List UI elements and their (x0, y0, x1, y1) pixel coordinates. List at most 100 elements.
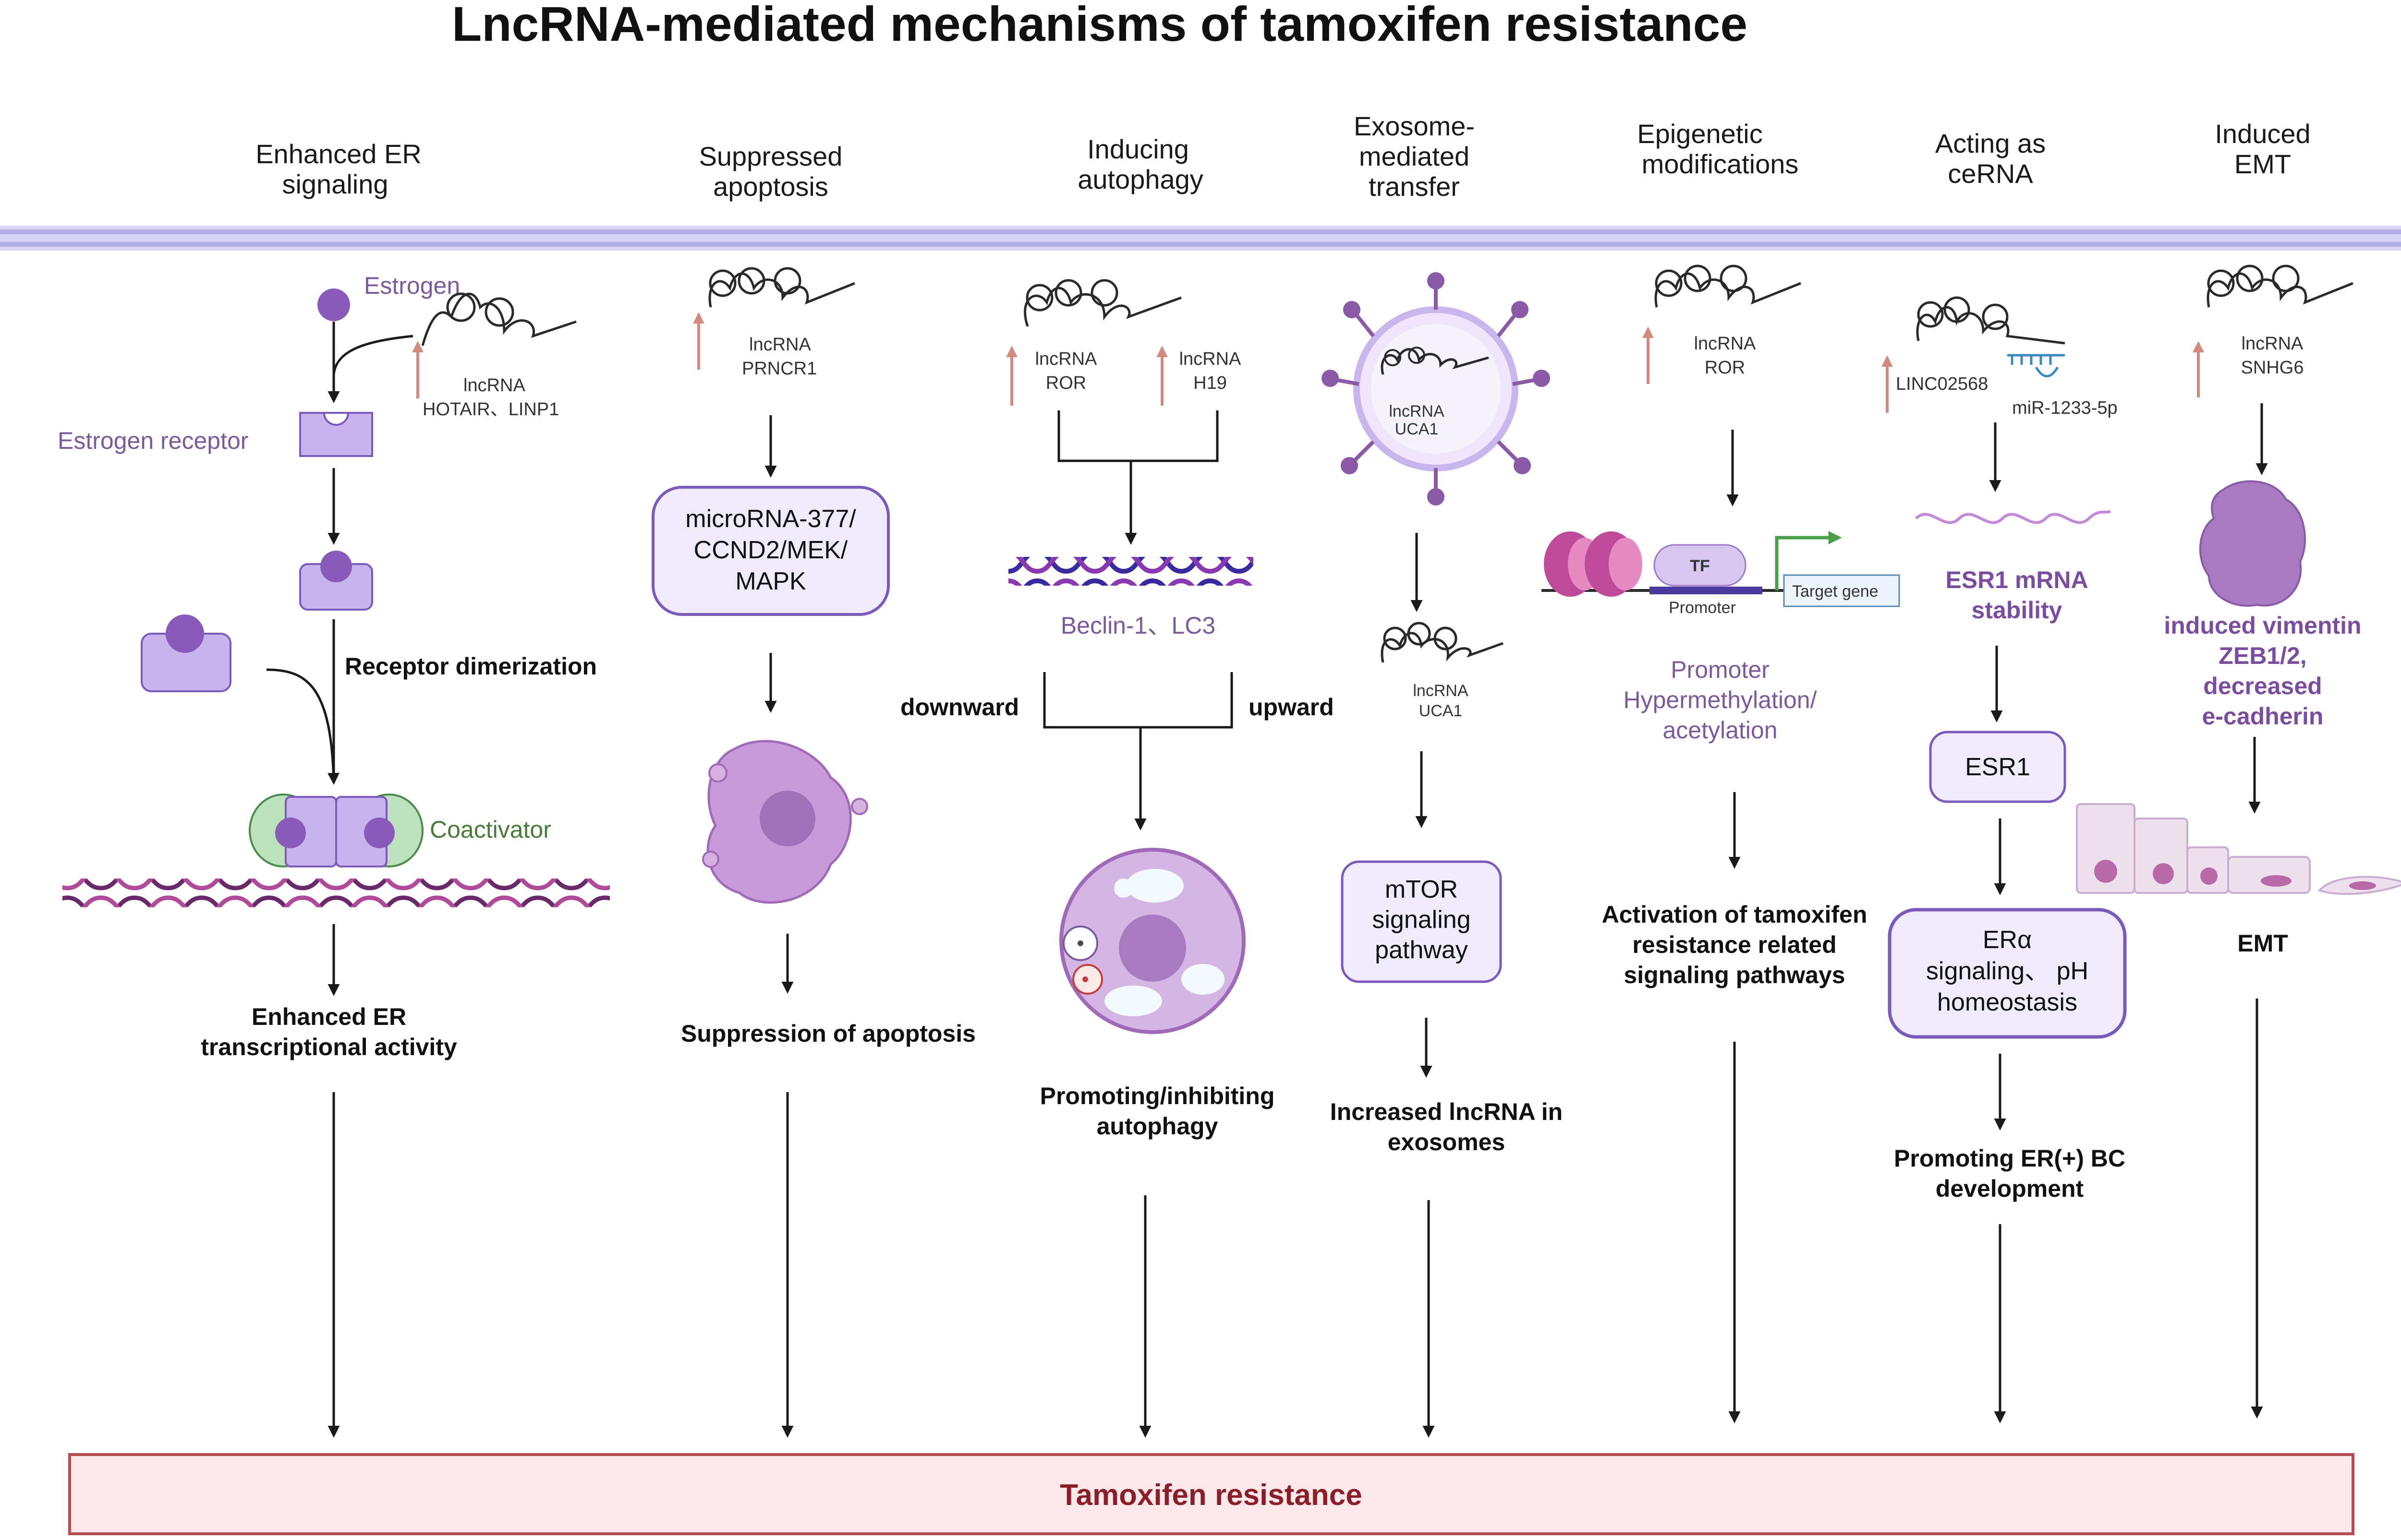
mechanism-line1: induced vimentin (2164, 612, 2361, 639)
heading-col1-line2: signaling (282, 169, 388, 199)
lncrna-label: lncRNA (2242, 334, 2304, 354)
heading-col4-line1: Exosome- (1354, 111, 1475, 141)
heading-col2-line2: apoptosis (713, 171, 828, 202)
heading-col5-line1: Epigenetic (1637, 119, 1763, 149)
col5-outcome-line1: Activation of tamoxifen (1602, 901, 1867, 928)
receptor-dimerization-label: Receptor dimerization (345, 653, 597, 680)
column-enhanced-er: Estrogen lncRNA HOTAIR、LINP1 Estrogen re… (58, 272, 610, 1438)
mirna-box-line2: CCND2/MEK/ (694, 536, 848, 564)
tf-label: TF (1690, 557, 1710, 575)
downward-label: downward (900, 694, 1019, 721)
stability-line1: ESR1 mRNA (1945, 566, 2088, 593)
mtor-box-line3: pathway (1375, 936, 1468, 964)
lncrna-names-label: HOTAIR、LINP1 (423, 399, 559, 420)
promoter-label: Promoter (1669, 599, 1736, 617)
lncrna-ror-h19-icon (1024, 287, 1182, 327)
esr1-label: ESR1 (1965, 753, 2030, 781)
lncrna-name-label: ROR (1705, 358, 1745, 378)
target-gene-label: Target gene (1792, 582, 1879, 601)
coactivator-complex-icon (249, 794, 424, 867)
col2-outcome: Suppression of apoptosis (681, 1020, 976, 1047)
dna-helix-icon (62, 878, 610, 907)
col5-outcome-line2: resistance related (1632, 931, 1836, 958)
heading-col3-line1: Inducing (1087, 134, 1189, 164)
tf-box (1653, 544, 1746, 587)
cell-membrane (0, 226, 2401, 251)
era-box-line1: ERα (1983, 926, 2032, 954)
column-exosome-transfer: lncRNA UCA1 lncRNA UCA1 mTOR signaling p… (1322, 272, 1563, 1438)
genes-label: Beclin-1、LC3 (1061, 612, 1215, 639)
estrogen-receptor-icon (299, 412, 373, 457)
heading-col7-line2: EMT (2234, 149, 2291, 179)
heading-col6-line2: ceRNA (1948, 158, 2033, 189)
dna-helix-icon (1008, 557, 1253, 586)
lncrna-hotair-icon (421, 292, 577, 346)
col1-outcome-line2: transcriptional activity (201, 1034, 457, 1060)
mechanism-line1: Promoter (1671, 656, 1770, 683)
mechanism-line3: decreased (2203, 673, 2322, 699)
lncrna-name-label: SNHG6 (2241, 358, 2304, 378)
column-headings: Enhanced ER signaling Suppressed apoptos… (255, 111, 2310, 202)
exosome-icon: lncRNA UCA1 (1322, 272, 1550, 505)
heading-col4-line3: transfer (1369, 171, 1460, 202)
lncrna-uca1-icon (1381, 632, 1504, 663)
lncrna-linc02568-icon (1916, 306, 2065, 345)
column-acting-as-cerna: LINC02568 miR-1233-5p ESR1 mRNA stabilit… (1881, 296, 2127, 1423)
column-suppressed-apoptosis: lncRNA PRNCR1 microRNA-377/ CCND2/MEK/ M… (652, 267, 976, 1438)
estrogen-receptor-label: Estrogen receptor (58, 427, 248, 454)
lncrna-name-label: LINC02568 (1896, 374, 1988, 394)
mtor-box-line1: mTOR (1385, 876, 1458, 903)
mirna-label: miR-1233-5p (2012, 398, 2118, 418)
heading-col2-line1: Suppressed (699, 141, 843, 171)
lncrna-a-label: lncRNA (1035, 349, 1097, 369)
mirna-box-line1: microRNA-377/ (685, 505, 856, 533)
lncrna-label: lncRNA (749, 335, 811, 355)
chromatin-promoter-icon: TF Promoter Target gene (1541, 531, 1900, 617)
exosome-lncrna-label: lncRNA (1389, 402, 1444, 421)
mirna-icon (2007, 354, 2065, 378)
mechanism-line4: e-cadherin (2202, 703, 2324, 730)
lncrna-label: lncRNA (1694, 334, 1756, 354)
autophagic-cell-icon (1059, 848, 1246, 1034)
col7-outcome: EMT (2237, 930, 2288, 957)
mechanism-line3: acetylation (1662, 717, 1777, 744)
heading-col4-line2: mediated (1359, 141, 1469, 171)
col5-outcome-line3: signaling pathways (1624, 962, 1845, 988)
result-box (68, 1453, 2354, 1535)
column-induced-emt: lncRNA SNHG6 induced vimentin ZEB1/2, de… (2076, 265, 2401, 1419)
lncrna-b-label: lncRNA (1179, 349, 1241, 369)
col1-outcome-line1: Enhanced ER (252, 1003, 406, 1030)
heading-col6-line1: Acting as (1935, 128, 2046, 158)
exosome-lncrna-name-label: UCA1 (1395, 420, 1439, 438)
diagram-title: LncRNA-mediated mechanisms of tamoxifen … (452, 0, 1747, 51)
column-epigenetic-modifications: lncRNA ROR TF Promoter Target gene Promo… (1541, 265, 1900, 1423)
stability-line2: stability (1972, 597, 2062, 624)
vimentin-icon (2199, 480, 2306, 607)
heading-col7-line1: Induced (2215, 119, 2310, 149)
emt-cells-icon (2076, 803, 2401, 895)
col6-outcome-line2: development (1936, 1175, 2084, 1202)
mirna-pathway-box (652, 486, 890, 616)
mechanism-line2: ZEB1/2, (2219, 642, 2306, 669)
coactivator-label: Coactivator (430, 816, 551, 843)
lncrna-b-name-label: H19 (1193, 373, 1227, 393)
mrna-icon (1915, 510, 2111, 524)
result-label: Tamoxifen resistance (1060, 1479, 1362, 1512)
estrogen-molecule (317, 289, 350, 321)
heading-col3-line2: autophagy (1078, 164, 1203, 194)
mtor-box-line2: signaling (1372, 906, 1470, 934)
lncrna-label: lncRNA (1413, 682, 1468, 700)
mechanism-line2: Hypermethylation/ (1624, 686, 1817, 713)
era-signaling-box (1888, 908, 2127, 1039)
mtor-pathway-box (1341, 860, 1502, 983)
apoptotic-cell-icon (702, 740, 868, 904)
heading-col1-line1: Enhanced ER (255, 139, 422, 169)
lncrna-a-name-label: ROR (1046, 373, 1086, 393)
col6-outcome-line1: Promoting ER(+) BC (1894, 1145, 2125, 1172)
era-box-line2: signaling、 pH (1926, 957, 2088, 985)
estrogen-label: Estrogen (364, 272, 460, 299)
col4-outcome-line2: exosomes (1388, 1129, 1505, 1155)
esr1-box (1929, 731, 2066, 803)
era-box-line3: homeostasis (1937, 988, 2077, 1016)
